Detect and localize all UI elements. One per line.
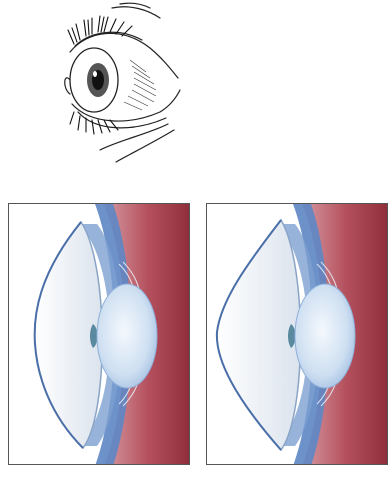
hatching (124, 60, 156, 110)
lens (295, 284, 355, 388)
cone-cornea-diagram (207, 204, 388, 465)
lower-eyelid (72, 90, 180, 121)
lens (97, 284, 157, 388)
cornea (217, 220, 301, 450)
keratoconus-cornea-panel (206, 203, 388, 465)
normal-cornea-panel (8, 203, 190, 465)
brow-line (112, 7, 160, 18)
eye-sketch-illustration (50, 0, 190, 165)
normal-cornea-diagram (9, 204, 190, 465)
upper-eyelid (70, 33, 178, 78)
